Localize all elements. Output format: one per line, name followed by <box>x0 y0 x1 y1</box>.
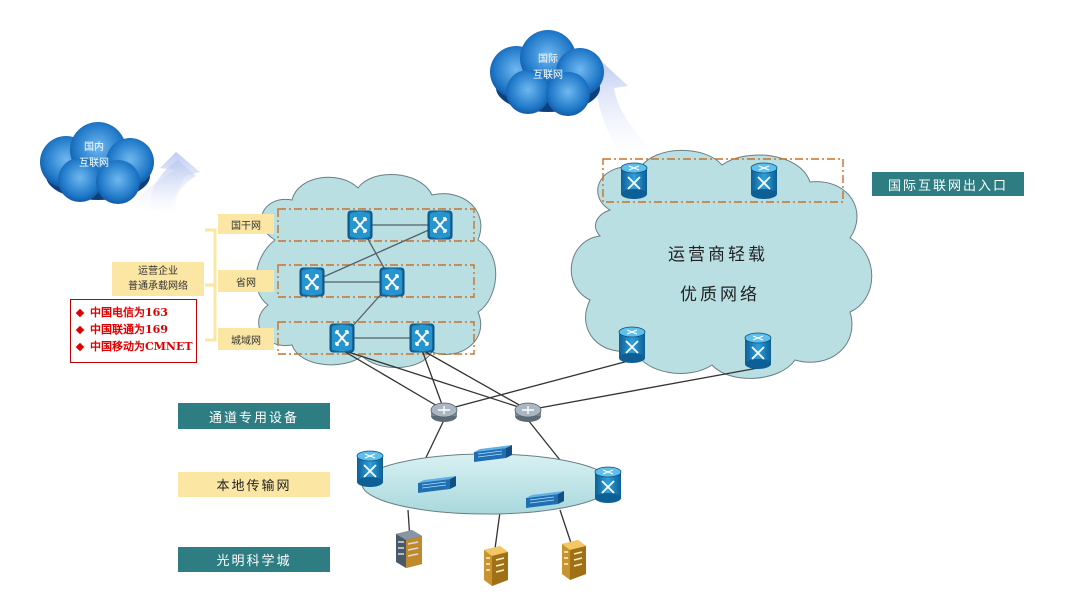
enterprise-line1: 运营企业 <box>138 266 178 277</box>
carrier-mobile: 中国移动为CMNET <box>90 340 193 353</box>
carrier-item: 中国移动为CMNET <box>75 338 196 355</box>
operator-cloud-line2: 优质网络 <box>680 285 760 305</box>
international-line1: 国际 <box>538 54 558 65</box>
channel-router-2 <box>514 402 542 423</box>
operator-cloud-line1: 运营商轻载 <box>668 245 768 265</box>
provincial-switch-2 <box>379 267 405 297</box>
carrier-item: 中国电信为163 <box>75 304 196 321</box>
metro-switch-1 <box>329 323 355 353</box>
operator-edge-router-1 <box>618 326 646 364</box>
channel-device-label: 通道专用设备 <box>178 403 330 429</box>
intl-gateway-router-1 <box>620 162 648 200</box>
provincial-tier-box <box>277 264 475 298</box>
building-2-icon <box>483 545 509 587</box>
operator-quality-cloud <box>570 149 873 379</box>
carrier-item: 中国联通为169 <box>75 321 196 338</box>
diamond-bullet-icon <box>75 308 85 318</box>
ring-router-left <box>356 450 384 488</box>
operator-edge-router-2 <box>744 332 772 370</box>
metro-switch-2 <box>409 323 435 353</box>
local-transport-ring <box>361 453 613 515</box>
international-internet-cloud <box>490 30 604 116</box>
uplinks <box>341 349 759 411</box>
intl-gateway-label: 国际互联网出入口 <box>872 172 1024 196</box>
ring-router-right <box>594 466 622 504</box>
backbone-label: 国干网 <box>218 214 274 234</box>
provincial-switch-1 <box>299 267 325 297</box>
international-line2: 互联网 <box>533 70 563 81</box>
local-transport-label: 本地传输网 <box>178 472 330 497</box>
diamond-bullet-icon <box>75 342 85 352</box>
backbone-switch-2 <box>427 210 453 240</box>
diamond-bullet-icon <box>75 325 85 335</box>
intl-gateway-router-2 <box>750 162 778 200</box>
metro-tier-box <box>277 321 475 355</box>
arrow-to-domestic-body <box>149 160 196 214</box>
arrow-to-international <box>582 60 660 160</box>
carrier-unicom: 中国联通为169 <box>90 323 168 336</box>
tier-bracket <box>205 228 217 342</box>
enterprise-network-label: 运营企业 普通承载网络 <box>112 262 204 296</box>
international-internet-label: 国际 互联网 <box>518 52 578 84</box>
building-1-icon <box>395 529 423 569</box>
channel-router-1 <box>430 402 458 423</box>
domestic-internet-label: 国内 互联网 <box>64 140 124 172</box>
backbone-tier-box <box>277 208 475 242</box>
domestic-line1: 国内 <box>84 142 104 153</box>
carrier-list-box: 中国电信为163 中国联通为169 中国移动为CMNET <box>70 299 197 363</box>
intl-gateway-tier-box <box>602 158 844 203</box>
domestic-line2: 互联网 <box>79 158 109 169</box>
carrier-telecom: 中国电信为163 <box>90 306 168 319</box>
building-3-icon <box>561 539 587 581</box>
provincial-label: 省网 <box>218 270 274 292</box>
domestic-internet-cloud <box>40 122 154 204</box>
enterprise-line2: 普通承载网络 <box>128 281 188 292</box>
science-city-label: 光明科学城 <box>178 547 330 572</box>
metro-label: 城域网 <box>218 328 274 350</box>
backbone-switch-1 <box>347 210 373 240</box>
